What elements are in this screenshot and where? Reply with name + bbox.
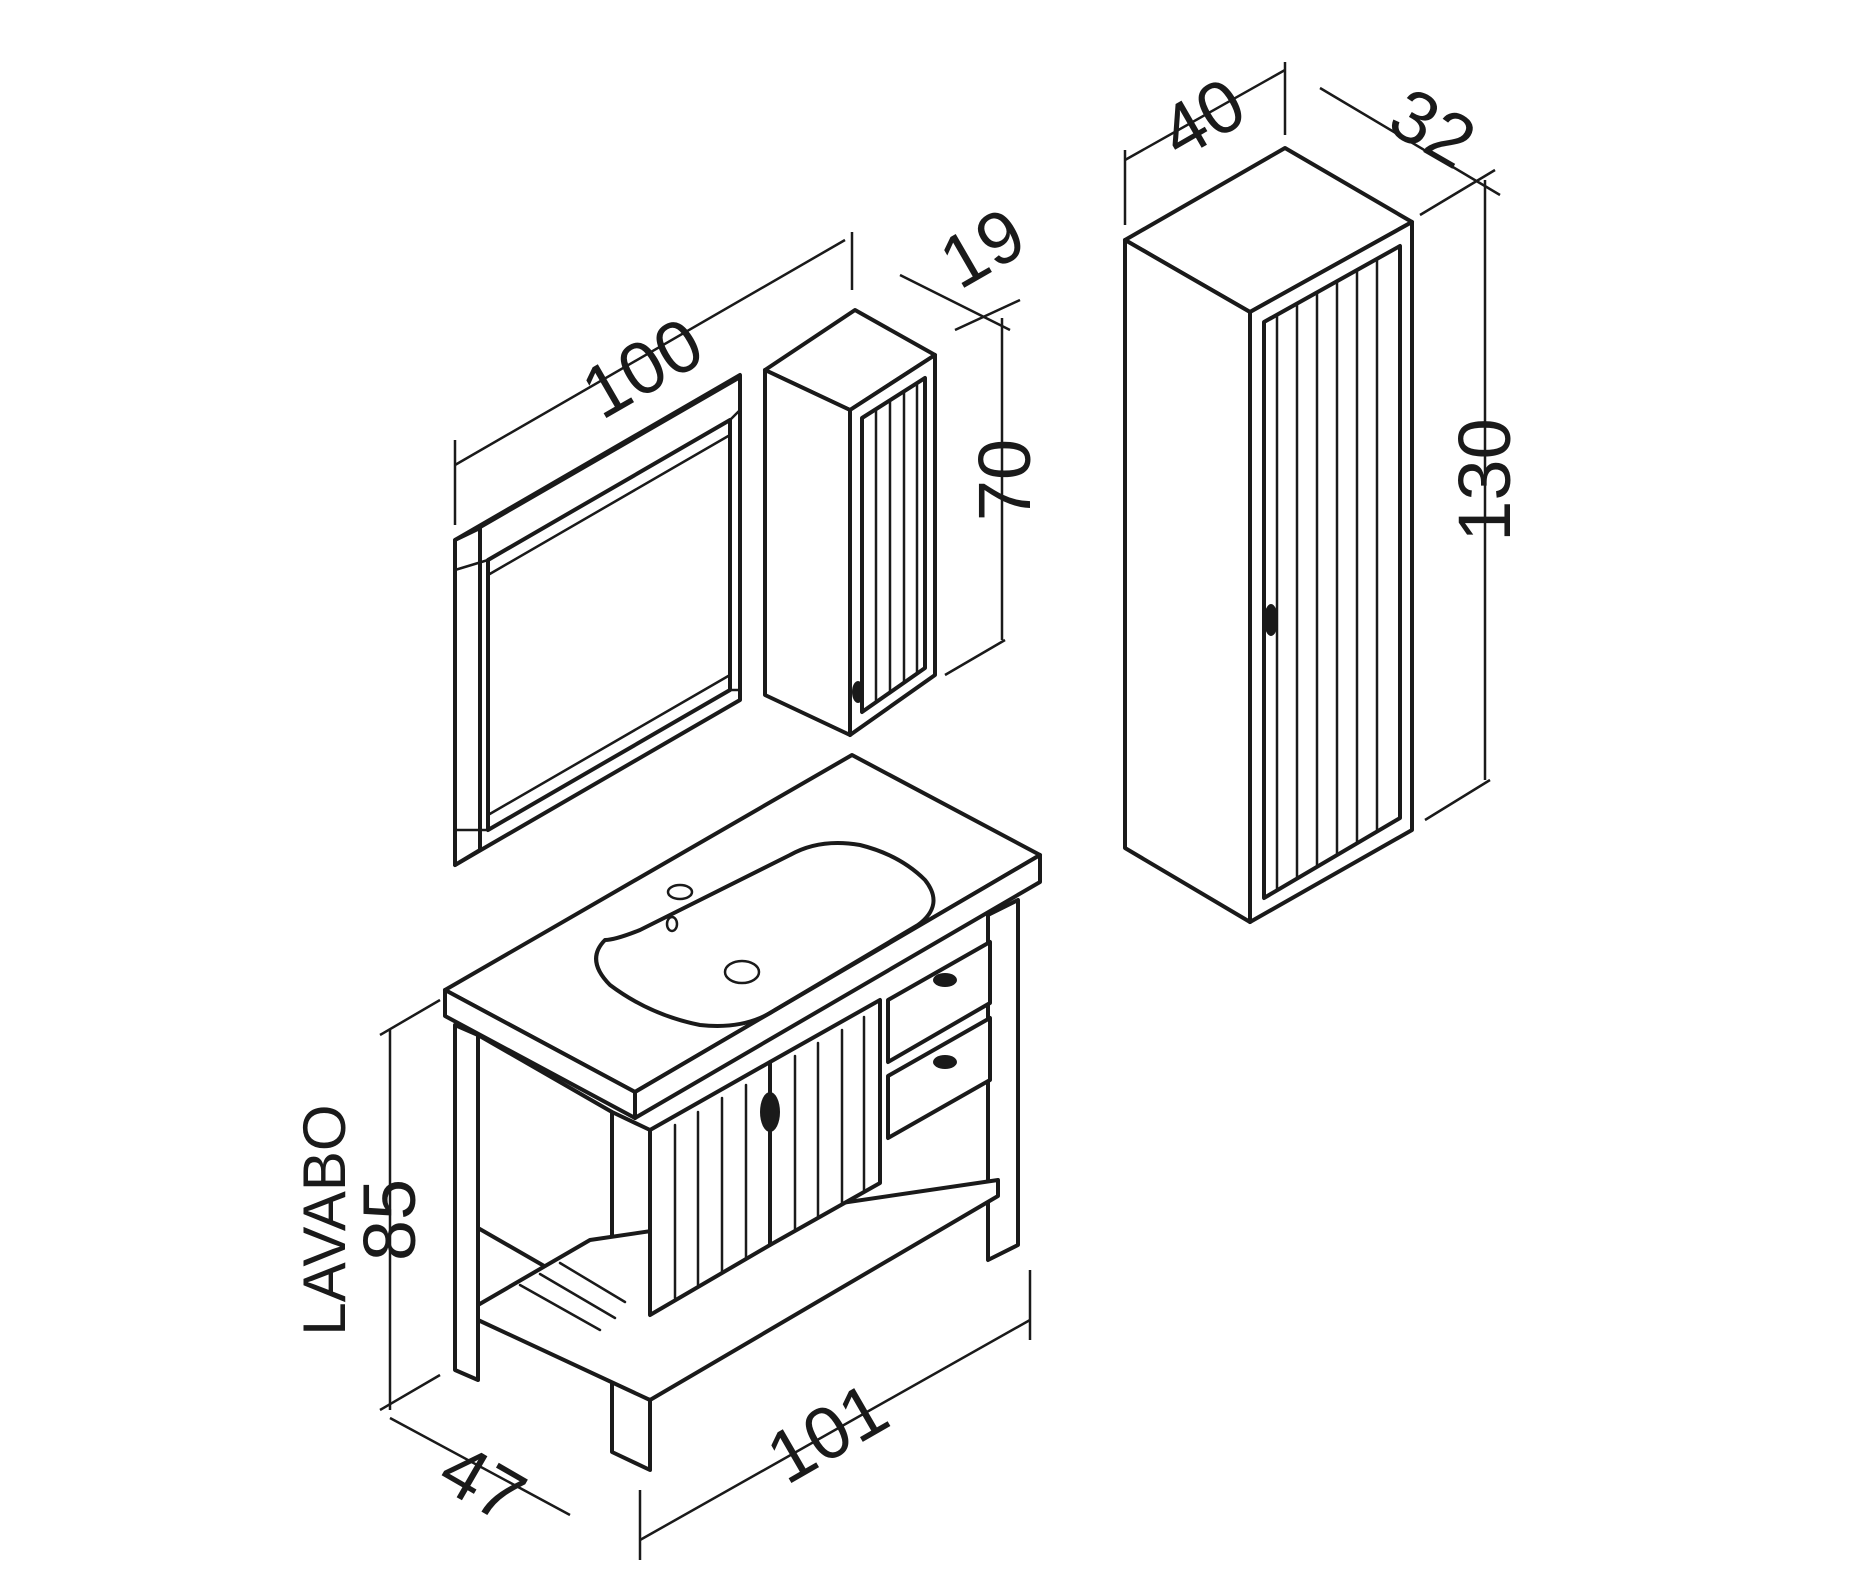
mirror-frame-side <box>453 526 482 867</box>
drain-hole <box>723 959 761 985</box>
dim-tall-cabinet-depth: 32 <box>1376 71 1489 184</box>
tall-cabinet-door-panel <box>1262 244 1402 900</box>
overflow-hole <box>665 915 679 933</box>
dim-mirror-cabinet-depth: 19 <box>926 191 1039 304</box>
vanity-drawer-top <box>886 940 992 1064</box>
dim-vanity-height: 85 <box>348 1179 431 1261</box>
tall-cabinet-knob <box>1264 604 1278 636</box>
small-cabinet-door <box>848 353 937 737</box>
small-cabinet-knob <box>852 681 864 703</box>
mirror-frame-front <box>453 373 742 867</box>
dim-vanity-width: 101 <box>753 1366 901 1500</box>
vanity-basin <box>594 841 936 1028</box>
vanity-door-knob <box>760 1092 780 1132</box>
tall-cabinet-side <box>1123 238 1252 924</box>
vanity-door-right <box>768 998 882 1247</box>
vanity-drawer-bottom <box>886 1016 992 1140</box>
dim-tall-cabinet-height: 130 <box>1443 418 1526 541</box>
vanity <box>443 753 1042 1472</box>
drawer-knob-bottom <box>933 1055 957 1069</box>
tall-cabinet <box>1123 146 1414 924</box>
dimension-lines <box>379 62 1501 1560</box>
vanity-leg-front-right <box>986 898 1020 1262</box>
vanity-bottom-shelf <box>476 1178 1000 1402</box>
dim-vanity-depth: 47 <box>426 1426 539 1539</box>
mirror-side-cabinet <box>763 308 937 737</box>
faucet-hole <box>666 883 694 901</box>
vanity-label: LAVABO <box>291 1104 358 1335</box>
drawer-knob-top <box>933 973 957 987</box>
vanity-leg-back-left <box>453 1023 480 1382</box>
tall-cabinet-door <box>1248 220 1414 924</box>
mirror <box>453 373 742 867</box>
dim-tall-cabinet-width: 40 <box>1146 61 1259 174</box>
small-cabinet-side <box>763 368 852 737</box>
dim-mirror-height: 70 <box>963 439 1046 521</box>
